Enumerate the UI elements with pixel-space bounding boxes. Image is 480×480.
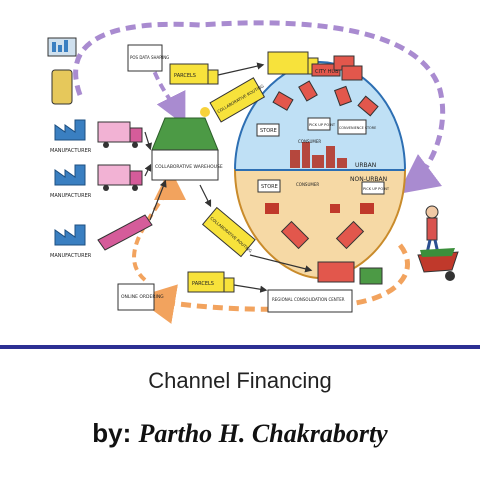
pick-up-point-label-nonurban: PICK UP POINT (363, 187, 390, 191)
non-urban-label: NON-URBAN (350, 176, 387, 183)
collaborative-warehouse: COLLABORATIVE WAREHOUSE (151, 107, 223, 181)
purple-dashed-flow-warehouse (148, 59, 186, 126)
parcels-truck-bottom: PARCELS (187, 271, 235, 293)
store-nonurban-node: STORE (257, 179, 281, 193)
consumer-label-urban: CONSUMER (298, 139, 321, 144)
logistics-diagram: MANUFACTURER MANUFACTURER MANUFACTURER P… (47, 20, 459, 324)
red-truck-icon (280, 220, 365, 250)
online-ordering-node: ONLINE ORDERING (117, 283, 164, 311)
byline-author: Partho H. Chakraborty (138, 419, 388, 448)
convenience-store-label: CONVENIENCE STORE (339, 126, 376, 130)
handheld-scanner-icon (51, 69, 73, 105)
divider-rule (0, 345, 480, 349)
store-nonurban-label: STORE (261, 184, 278, 190)
manufacturer-label-3: MANUFACTURER (50, 253, 92, 259)
factory-icon (54, 119, 86, 141)
caption-byline: by: Partho H. Chakraborty (0, 418, 480, 449)
investor-with-wheelbarrow-illustration (417, 205, 459, 281)
pick-up-point-label-urban: PICK UP POINT (309, 123, 336, 127)
parcels-label-top: PARCELS (174, 73, 196, 79)
pick-up-point-node-urban: PICK UP POINT (307, 117, 336, 131)
online-ordering-label: ONLINE ORDERING (121, 294, 164, 300)
parcels-truck-top: PARCELS (169, 63, 219, 85)
collaborative-warehouse-label: COLLABORATIVE WAREHOUSE (155, 164, 223, 170)
truck-icon (97, 164, 143, 191)
distribution-oval (233, 60, 407, 280)
factory-icon (54, 164, 86, 186)
urban-zone-fill (233, 60, 407, 171)
pick-up-point-node-nonurban: PICK UP POINT (361, 181, 390, 195)
truck-icon (97, 121, 143, 148)
pos-monitor-icon (47, 37, 77, 57)
store-urban-label: STORE (260, 128, 277, 134)
manufacturer-label-1: MANUFACTURER (50, 148, 92, 154)
consumer-label-nonurban: CONSUMER (296, 182, 319, 187)
flow-arrows (144, 62, 313, 293)
convenience-store-node: CONVENIENCE STORE (337, 119, 376, 135)
byline-prefix: by: (92, 418, 132, 448)
orange-dashed-flow-bottom (135, 243, 410, 324)
red-truck-icon (272, 80, 379, 117)
pos-data-sharing-label: POS DATA SHARING (130, 55, 169, 60)
city-hub-node: CITY HUB (311, 55, 363, 81)
parcels-label-bottom: PARCELS (192, 281, 214, 287)
houses (265, 203, 374, 214)
caption-title: Channel Financing (148, 368, 332, 393)
pos-data-sharing-node: POS DATA SHARING (127, 44, 169, 72)
factory-icon (54, 224, 86, 246)
urban-label: URBAN (355, 162, 376, 169)
regional-consolidation-center: REGIONAL CONSOLIDATION CENTER (267, 261, 383, 313)
regional-consolidation-label: REGIONAL CONSOLIDATION CENTER (272, 297, 345, 302)
city-skyline (290, 142, 347, 168)
train-icon (97, 214, 153, 251)
manufacturer-label-2: MANUFACTURER (50, 193, 92, 199)
truck-icon (267, 51, 319, 75)
store-urban-node: STORE (256, 123, 280, 137)
city-hub-label: CITY HUB (315, 69, 339, 75)
purple-dashed-flow-top (73, 20, 446, 195)
